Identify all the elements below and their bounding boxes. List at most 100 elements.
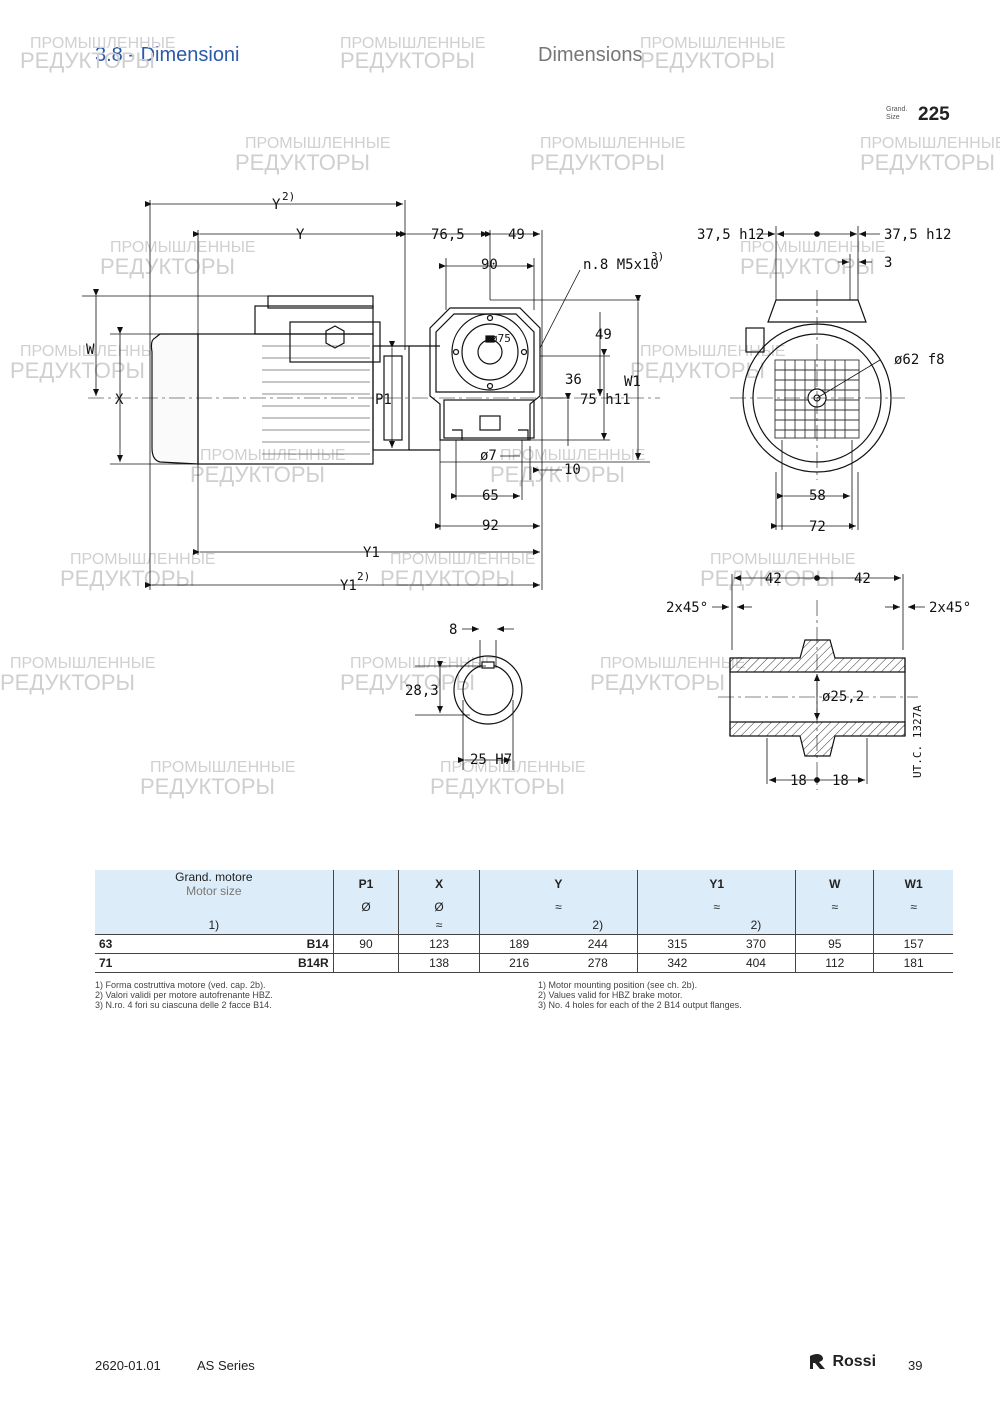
dim-y1-brake-note: 2): [357, 570, 370, 583]
dim-49-top: 49: [508, 227, 525, 243]
svg-text:ПРОМЫШЛЕННЫЕ: ПРОМЫШЛЕННЫЕ: [340, 35, 486, 52]
svg-text:ПРОМЫШЛЕННЫЕ: ПРОМЫШЛЕННЫЕ: [390, 551, 536, 568]
footer-doc-code: 2620-01.01: [95, 1358, 161, 1373]
motor-front-view: [730, 290, 905, 480]
dim-42-left: 42: [765, 571, 782, 587]
header-p1-symbol: Ø: [332, 898, 399, 916]
section-title-english: Dimensions: [538, 44, 643, 66]
svg-text:ПРОМЫШЛЕННЫЕ: ПРОМЫШЛЕННЫЕ: [710, 551, 856, 568]
dim-holes-note: 3): [651, 250, 664, 263]
svg-text:РЕДУКТОРЫ: РЕДУКТОРЫ: [20, 48, 155, 73]
svg-text:РЕДУКТОРЫ: РЕДУКТОРЫ: [190, 462, 325, 487]
dim-y: Y: [296, 227, 305, 243]
brand-logo: Rossi: [808, 1352, 876, 1372]
section-title: 3.8 - Dimensioni: [95, 44, 240, 66]
svg-text:РЕДУКТОРЫ: РЕДУКТОРЫ: [235, 150, 370, 175]
header-w: W: [795, 870, 874, 898]
header-w-symbol: ≈: [795, 898, 874, 916]
svg-text:ПРОМЫШЛЕННЫЕ: ПРОМЫШЛЕННЫЕ: [110, 239, 256, 256]
dim-37-5-left: 37,5 h12: [697, 227, 764, 243]
dimension-lines-side-view: [82, 200, 650, 590]
svg-text:ПРОМЫШЛЕННЫЕ: ПРОМЫШЛЕННЫЕ: [200, 447, 346, 464]
header-y: Y: [478, 870, 638, 898]
svg-text:РЕДУКТОРЫ: РЕДУКТОРЫ: [140, 774, 275, 799]
page-number: 39: [908, 1358, 923, 1373]
dim-holes: n.8 M5x10: [583, 257, 659, 273]
svg-text:РЕДУКТОРЫ: РЕДУКТОРЫ: [380, 566, 515, 591]
svg-text:РЕДУКТОРЫ: РЕДУКТОРЫ: [630, 358, 765, 383]
dim-y-brake: Y: [272, 197, 281, 213]
svg-text:ПРОМЫШЛЕННЫЕ: ПРОМЫШЛЕННЫЕ: [600, 655, 746, 672]
header-y1-note-2: 2): [750, 918, 762, 932]
svg-text:ПРОМЫШЛЕННЫЕ: ПРОМЫШЛЕННЫЕ: [150, 759, 296, 776]
dim-28-3: 28,3: [405, 683, 439, 699]
header-y1: Y1: [637, 870, 796, 898]
dim-3: 3: [884, 255, 892, 271]
dim-75h11: 75 h11: [580, 392, 631, 408]
header-x-approx: ≈: [398, 916, 480, 935]
svg-text:РЕДУКТОРЫ: РЕДУКТОРЫ: [490, 462, 625, 487]
table-row: 71 B14R 138 216 278 342 404 112 181: [95, 953, 953, 973]
dim-phi62: ø62 f8: [894, 352, 945, 368]
svg-text:РЕДУКТОРЫ: РЕДУКТОРЫ: [860, 150, 995, 175]
header-y-note-2: 2): [592, 918, 604, 932]
dim-y1: Y1: [363, 545, 380, 561]
svg-text:ПРОМЫШЛЕННЫЕ: ПРОМЫШЛЕННЫЕ: [70, 551, 216, 568]
header-x: X: [398, 870, 480, 898]
dim-phi75: ø75: [491, 332, 511, 345]
size-value: 225: [918, 104, 950, 125]
svg-text:ПРОМЫШЛЕННЫЕ: ПРОМЫШЛЕННЫЕ: [245, 135, 391, 152]
dimension-lines-front-view: [756, 226, 881, 530]
svg-text:РЕДУКТОРЫ: РЕДУКТОРЫ: [100, 254, 235, 279]
dimension-lines-shaft-section: [712, 574, 925, 784]
dim-phi7: ø7: [480, 448, 497, 464]
footer-series: AS Series: [197, 1358, 255, 1373]
svg-text:РЕДУКТОРЫ: РЕДУКТОРЫ: [530, 150, 665, 175]
header-x-symbol: Ø: [398, 898, 480, 916]
dim-72: 72: [809, 519, 826, 535]
dim-8: 8: [449, 622, 457, 638]
header-p1: P1: [332, 870, 399, 898]
footnotes-italian: 1) Forma costruttiva motore (ved. cap. 2…: [95, 980, 273, 1010]
dim-58: 58: [809, 488, 826, 504]
dim-18-right: 18: [832, 773, 849, 789]
header-y1-symbol: ≈: [637, 898, 796, 916]
dim-36: 36: [565, 372, 582, 388]
dim-y-brake-note: 2): [282, 190, 295, 203]
svg-text:РЕДУКТОРЫ: РЕДУКТОРЫ: [10, 358, 145, 383]
svg-text:ПРОМЫШЛЕННЫЕ: ПРОМЫШЛЕННЫЕ: [500, 447, 646, 464]
svg-text:РЕДУКТОРЫ: РЕДУКТОРЫ: [740, 254, 875, 279]
svg-text:ПРОМЫШЛЕННЫЕ: ПРОМЫШЛЕННЫЕ: [20, 343, 166, 360]
dim-37-5-right: 37,5 h12: [884, 227, 951, 243]
svg-text:ПРОМЫШЛЕННЫЕ: ПРОМЫШЛЕННЫЕ: [640, 343, 786, 360]
dim-phi25-2: ø25,2: [822, 689, 864, 705]
svg-text:РЕДУКТОРЫ: РЕДУКТОРЫ: [700, 566, 835, 591]
dim-p1: P1: [375, 392, 392, 408]
dim-chamfer-right: 2x45°: [929, 600, 971, 616]
svg-text:РЕДУКТОРЫ: РЕДУКТОРЫ: [60, 566, 195, 591]
dimension-table: Grand. motore Motor size P1 X Y Y1 W W1 …: [95, 870, 953, 973]
brand-name: Rossi: [832, 1353, 877, 1370]
table-row: 63 B14 90 123 189 244 315 370 95 157: [95, 934, 953, 954]
dim-10: 10: [564, 462, 581, 478]
header-w1: W1: [873, 870, 953, 898]
svg-text:ПРОМЫШЛЕННЫЕ: ПРОМЫШЛЕННЫЕ: [540, 135, 686, 152]
size-caption: Grand. Size: [886, 106, 908, 121]
header-w1-symbol: ≈: [873, 898, 953, 916]
dim-w1: W1: [624, 374, 641, 390]
dim-90: 90: [481, 257, 498, 273]
drawing-code: UT.C. 1327A: [911, 705, 924, 778]
header-y-symbol: ≈: [478, 898, 638, 916]
svg-text:РЕДУКТОРЫ: РЕДУКТОРЫ: [430, 774, 565, 799]
dim-18-left: 18: [790, 773, 807, 789]
hollow-shaft-section: [718, 600, 918, 790]
dim-76-5: 76,5: [431, 227, 465, 243]
dim-w: W: [86, 342, 95, 358]
header-note-1: 1): [208, 918, 220, 932]
dim-x: X: [115, 392, 124, 408]
technical-drawing: ПРОМЫШЛЕННЫЕ РЕДУКТОРЫ ПРОМЫШЛЕННЫЕ РЕДУ…: [0, 35, 1000, 799]
svg-text:РЕДУКТОРЫ: РЕДУКТОРЫ: [340, 48, 475, 73]
dim-92: 92: [482, 518, 499, 534]
svg-text:РЕДУКТОРЫ: РЕДУКТОРЫ: [590, 670, 725, 695]
svg-text:ПРОМЫШЛЕННЫЕ: ПРОМЫШЛЕННЫЕ: [350, 655, 496, 672]
